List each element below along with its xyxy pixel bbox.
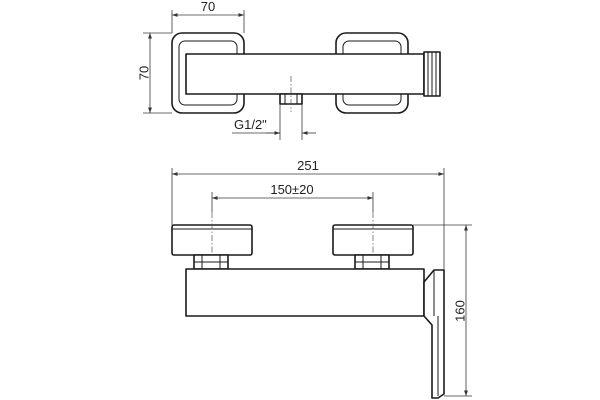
front-outlet	[423, 269, 445, 399]
front-right-connector	[354, 254, 390, 270]
top-view: 70 70 G1/2"	[136, 0, 441, 140]
front-body	[185, 268, 425, 317]
dim-center-distance	[211, 192, 374, 212]
dim-height-label: 160	[452, 300, 467, 322]
dim-overall-width-label: 251	[297, 158, 319, 173]
dim-top-width-label: 70	[201, 0, 215, 14]
front-view: 251 150±20 160	[171, 158, 472, 399]
top-outlet	[423, 51, 441, 97]
dim-center-distance-label: 150±20	[270, 182, 313, 197]
dim-thread	[232, 104, 316, 140]
dim-top-height	[143, 32, 172, 114]
dim-top-width	[171, 10, 245, 33]
dim-overall-width	[171, 168, 445, 270]
dim-thread-label: G1/2"	[234, 117, 267, 132]
front-left-connector	[193, 254, 229, 270]
top-connector	[279, 76, 303, 112]
top-body	[185, 53, 425, 95]
dim-top-height-label: 70	[136, 66, 151, 80]
dim-height	[413, 224, 472, 397]
front-right-knob	[332, 212, 414, 290]
